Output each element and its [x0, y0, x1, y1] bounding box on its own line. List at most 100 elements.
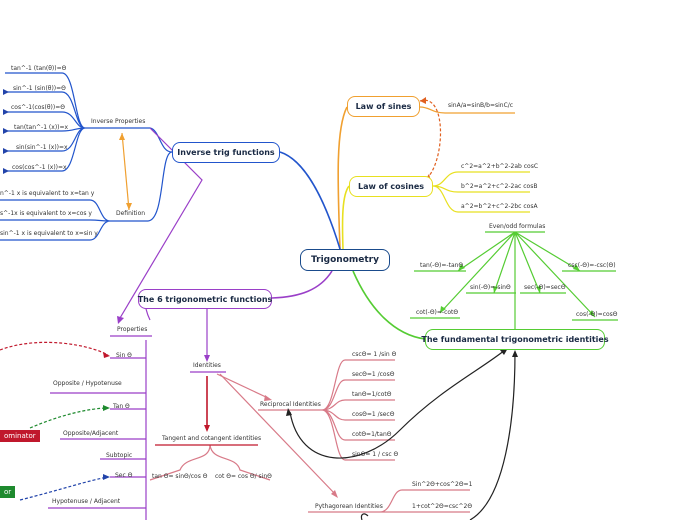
arrowhead: [3, 89, 9, 95]
pythagorean-item-1[interactable]: Sin^2Θ+cos^2Θ=1: [412, 481, 473, 488]
arrowhead: [512, 350, 518, 357]
reciprocal-item-5[interactable]: cotΘ=1/tanΘ: [352, 431, 392, 438]
arrowhead: [536, 286, 541, 293]
arrowhead: [3, 168, 9, 174]
law-of-cosines-item-1[interactable]: c^2=a^2+b^2-2ab cosC: [461, 163, 539, 170]
pythagorean-item-2[interactable]: 1+cot^2Θ=csc^2Θ: [412, 503, 473, 510]
arrowhead: [589, 310, 595, 317]
connector-black-pythagorean-loop: [360, 513, 369, 520]
connector-identities-pythagorean: [219, 373, 337, 496]
connector-inverse-definition: [110, 151, 173, 222]
law-of-cosines-item-3[interactable]: a^2=b^2+c^2-2bc cosA: [461, 203, 538, 210]
even-odd-cos[interactable]: cos(-Θ)=cosΘ: [576, 311, 618, 318]
inverse-property-6[interactable]: cos(cos^-1 (x))=x: [12, 164, 67, 171]
connector-identities-reciprocal: [216, 373, 269, 399]
connector-sines-cosines-dashed: [419, 99, 442, 181]
law-of-sines-formula[interactable]: sinA/a=sinB/b=sinC/c: [448, 102, 514, 109]
inverse-property-4[interactable]: tan(tan^-1 (x))=x: [14, 124, 69, 131]
even-odd-sec[interactable]: sec(-Θ)=secΘ: [524, 284, 566, 291]
reciprocal-label[interactable]: Reciprocal Identities: [260, 401, 321, 408]
arrowhead: [3, 109, 9, 115]
even-odd-sin[interactable]: sin(-Θ)=-sinΘ: [470, 284, 511, 291]
arrowhead: [458, 264, 465, 271]
reciprocal-item-2[interactable]: secΘ=1 /cosΘ: [352, 371, 395, 378]
arrowhead: [3, 148, 9, 154]
inverse-definition-3[interactable]: sin^-1 x is equivalent to x=sin y: [0, 230, 98, 237]
reciprocal-item-6[interactable]: sinΘ= 1 / csc Θ: [352, 451, 399, 458]
even-odd-cot[interactable]: cot(-Θ)=-cotΘ: [416, 309, 459, 316]
sin-label[interactable]: Sin Θ: [116, 352, 132, 359]
inverse-definition-2[interactable]: s^-1x is equivalent to x=cos y: [0, 210, 92, 217]
even-odd-csc[interactable]: csc(-Θ)=-csc(Θ): [568, 262, 616, 269]
connector-properties-items: [48, 357, 146, 509]
law-of-sines-node[interactable]: Law of sines: [347, 96, 420, 117]
connector-sines-formula: [419, 106, 515, 114]
arrowhead: [119, 133, 125, 140]
connector-black-reciprocal-fundamental: [289, 349, 506, 459]
tan-label[interactable]: Tan Θ: [113, 403, 130, 410]
subtopic-label[interactable]: Subtopic: [106, 452, 133, 459]
central-topic[interactable]: Trigonometry: [300, 249, 390, 271]
arrowhead: [420, 97, 426, 104]
tangent-identity[interactable]: tan Θ= sinΘ/cos Θ: [152, 473, 208, 480]
sec-description[interactable]: Hypotenuse / Adjacent: [52, 498, 121, 505]
arrowhead: [3, 128, 9, 134]
law-of-cosines-node[interactable]: Law of cosines: [349, 176, 433, 197]
tan-description[interactable]: Opposite/Adjacent: [63, 430, 119, 437]
reciprocal-item-1[interactable]: cscΘ= 1 /sin Θ: [352, 351, 397, 358]
arrowhead: [440, 306, 446, 313]
arrowhead: [204, 355, 210, 362]
arrowhead: [331, 490, 338, 498]
connector-dashed-blue: [19, 476, 109, 501]
properties-label[interactable]: Properties: [117, 326, 148, 333]
connector-inverse-internal: [121, 132, 130, 211]
inverse-trig-node[interactable]: Inverse trig functions: [172, 142, 280, 163]
connector-dashed-green: [29, 407, 109, 429]
connector-center-cosines: [341, 185, 350, 250]
connector-inverse-def-list: [0, 199, 111, 241]
arrowhead: [126, 203, 132, 210]
connector-evenodd-items: [439, 231, 596, 318]
arrowhead: [117, 316, 124, 324]
pythagorean-label[interactable]: Pythagorean Identities: [315, 503, 383, 510]
even-odd-tan[interactable]: tan(-Θ)=-tanΘ: [420, 262, 464, 269]
tangent-cotangent-label[interactable]: Tangent and cotangent identities: [162, 435, 262, 442]
green-tag[interactable]: or: [0, 486, 16, 498]
fundamental-identities-node[interactable]: The fundamental trigonometric identities: [421, 329, 609, 350]
connector-center-six: [271, 270, 333, 299]
sin-description[interactable]: Opposite / Hypotenuse: [53, 380, 122, 387]
connector-reciprocal-items: [321, 359, 395, 461]
connector-black-pythagorean-fundamental: [469, 351, 516, 520]
inverse-property-2[interactable]: sin^-1 (sin(θ))=Θ: [13, 85, 66, 92]
reciprocal-item-4[interactable]: cosΘ=1 /secΘ: [352, 411, 395, 418]
sec-label[interactable]: Sec Θ: [115, 472, 133, 479]
arrowhead: [573, 264, 580, 271]
identities-label[interactable]: Identities: [193, 362, 221, 369]
cotangent-identity[interactable]: cot Θ= cos Θ/ sinΘ: [215, 473, 272, 480]
inverse-property-5[interactable]: sin(sin^-1 (x))=x: [16, 144, 68, 151]
even-odd-label[interactable]: Even/odd formulas: [489, 223, 546, 230]
inverse-property-3[interactable]: cos^-1(cos(θ))=Θ: [11, 104, 65, 111]
inverse-properties-label[interactable]: Inverse Properties: [91, 118, 146, 125]
arrowhead: [103, 474, 110, 480]
connector-cosines-branches: [432, 171, 530, 213]
inverse-definition-label[interactable]: Definition: [116, 210, 146, 217]
connector-inverse-to-properties: [119, 127, 203, 319]
six-functions-node[interactable]: The 6 trigonometric functions: [138, 289, 272, 309]
connector-inverse-properties: [85, 127, 173, 153]
arrowhead: [286, 408, 292, 416]
arrowhead: [103, 405, 110, 411]
connector-inverse-props-list: [5, 72, 86, 172]
inverse-property-1[interactable]: tan^-1 (tan(θ))=Θ: [11, 65, 67, 72]
red-tag[interactable]: ominator: [0, 430, 40, 442]
connector-center-fundamental: [352, 270, 426, 340]
inverse-definition-1[interactable]: n^-1 x is equivalent to x=tan y: [0, 190, 95, 197]
connector-dashed-red: [0, 341, 109, 356]
law-of-cosines-item-2[interactable]: b^2=a^2+c^2-2ac cosB: [461, 183, 538, 190]
connector-pythagorean-items: [379, 489, 470, 513]
reciprocal-item-3[interactable]: tanΘ=1/cotΘ: [352, 391, 392, 398]
arrowhead: [103, 352, 110, 358]
evenodd-item-underlines: [410, 270, 618, 321]
